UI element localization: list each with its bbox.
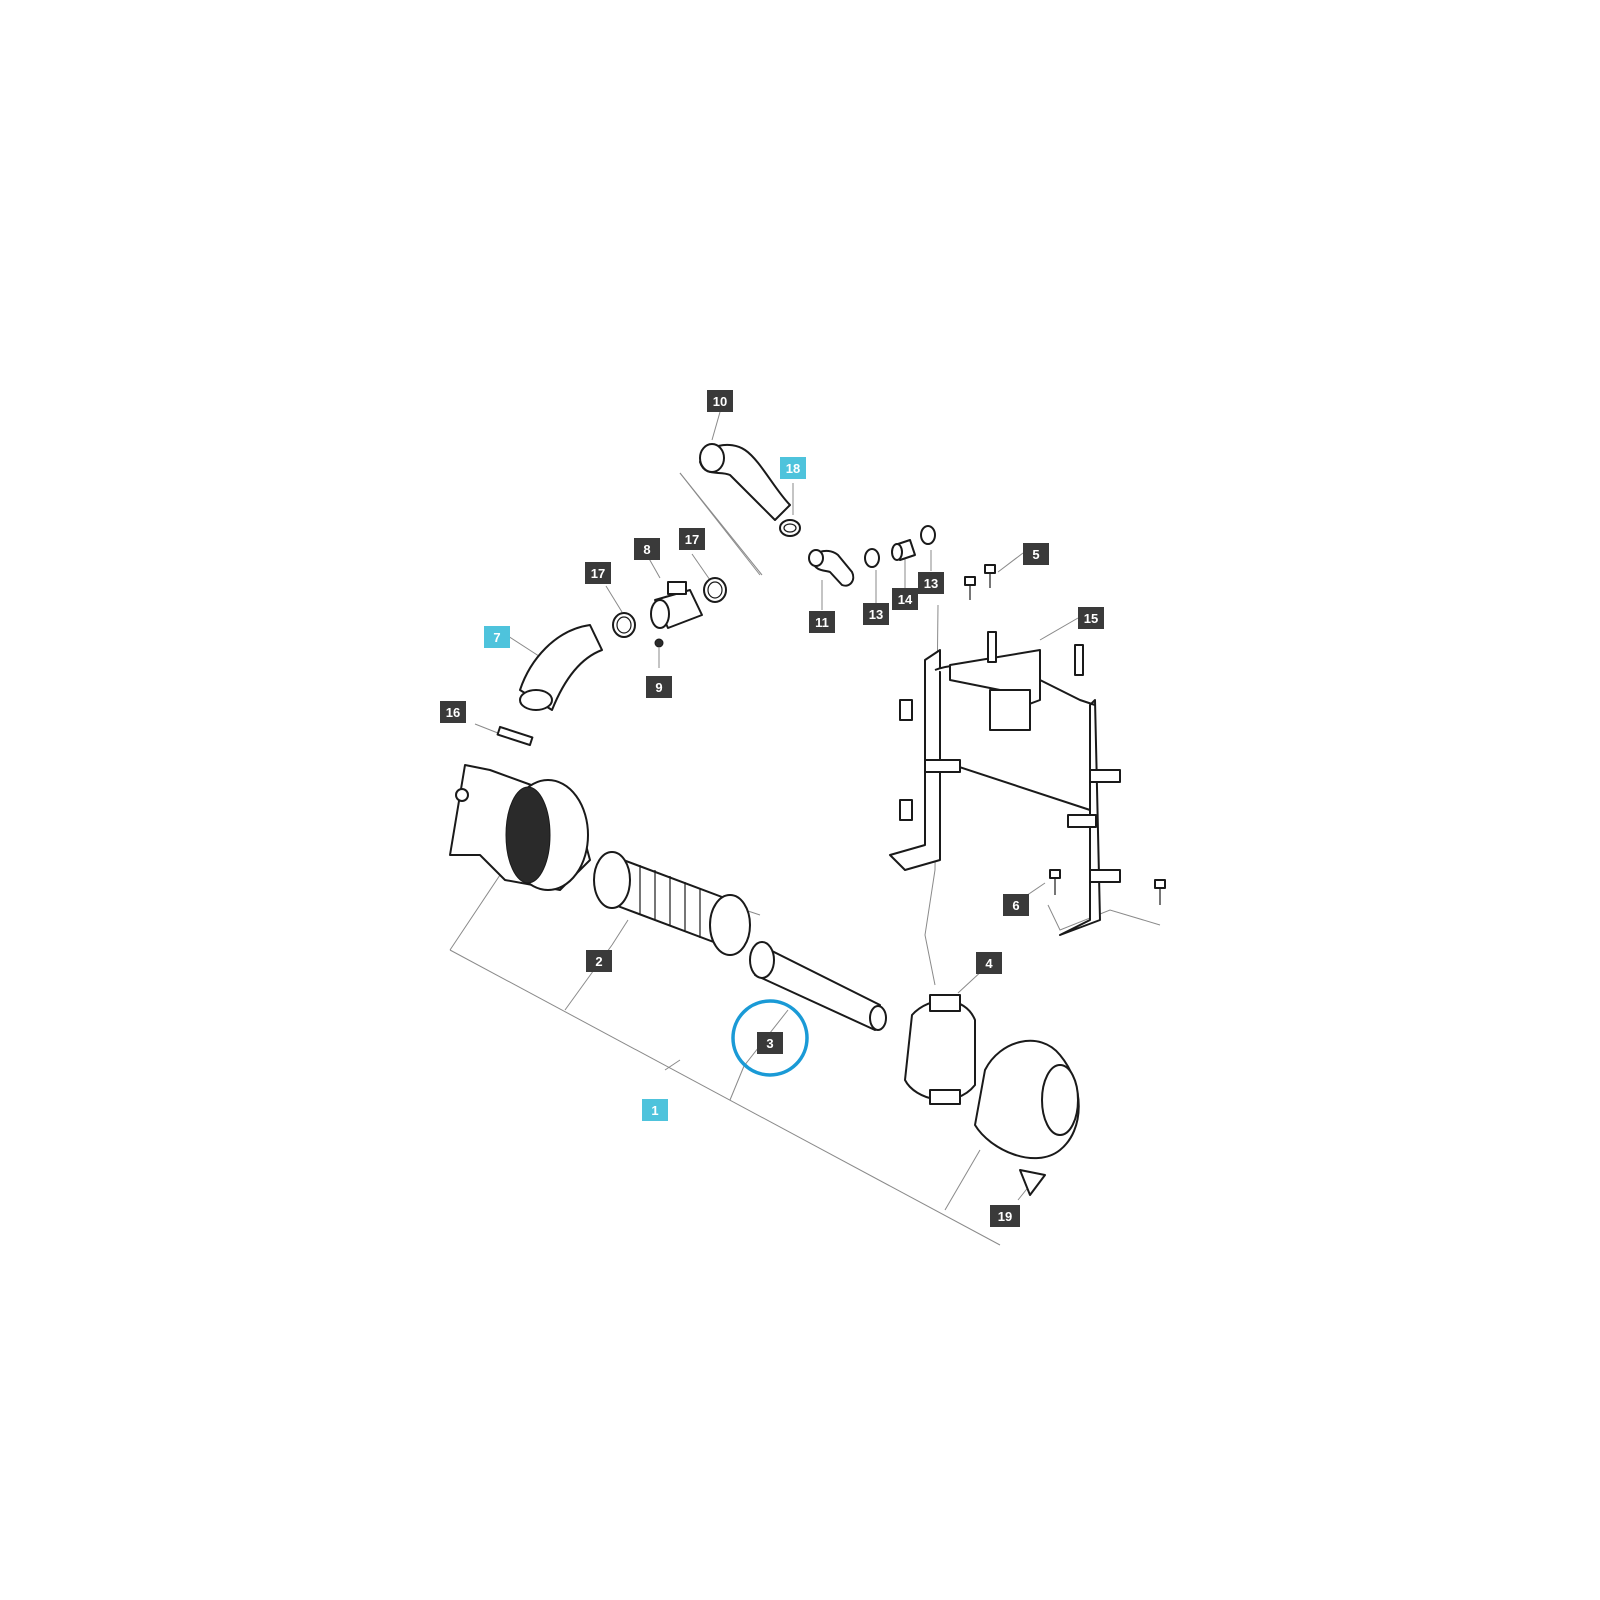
- callout-7[interactable]: 7: [484, 626, 510, 648]
- callout-14[interactable]: 14: [892, 588, 918, 610]
- callout-13-left-label: 13: [869, 607, 883, 622]
- hose-elbow-part-10: [699, 443, 791, 521]
- callout-19[interactable]: 19: [990, 1205, 1020, 1227]
- callout-16[interactable]: 16: [440, 701, 466, 723]
- callout-14-label: 14: [898, 592, 913, 607]
- callout-17-upper-label: 17: [685, 532, 699, 547]
- pin-part-16: [496, 725, 534, 747]
- callout-6-label: 6: [1012, 898, 1019, 913]
- precleaner-cap-part-19: [974, 1039, 1080, 1196]
- callout-7-label: 7: [493, 630, 500, 645]
- callout-3-label: 3: [766, 1036, 773, 1051]
- callout-4-label: 4: [985, 956, 993, 971]
- callout-13-right-label: 13: [924, 576, 938, 591]
- bolt-part-6: [1049, 869, 1166, 905]
- callout-9[interactable]: 9: [646, 676, 672, 698]
- clamp-part-13b: [920, 525, 936, 545]
- callout-17-lower[interactable]: 17: [585, 562, 611, 584]
- callout-11[interactable]: 11: [809, 611, 835, 633]
- selection-ring: [731, 999, 809, 1077]
- callout-5-label: 5: [1032, 547, 1039, 562]
- callout-10-label: 10: [713, 394, 727, 409]
- callout-2-label: 2: [595, 954, 602, 969]
- callout-13-left[interactable]: 13: [863, 603, 889, 625]
- callout-19-label: 19: [998, 1209, 1012, 1224]
- sleeve-part-14: [891, 539, 916, 561]
- filter-element-part-2: [593, 851, 751, 956]
- callout-3[interactable]: 3: [757, 1032, 783, 1054]
- intake-hose-part-7: [519, 624, 603, 711]
- bracket-band-part-4: [904, 994, 976, 1105]
- callout-2[interactable]: 2: [586, 950, 612, 972]
- callout-15-label: 15: [1084, 611, 1098, 626]
- bolt-part-5: [964, 564, 996, 600]
- small-elbow-part-11: [808, 549, 855, 587]
- clamp-part-17b: [612, 612, 636, 638]
- screw-part-9: [654, 638, 664, 648]
- callout-15[interactable]: 15: [1078, 607, 1104, 629]
- sensor-housing-part-8: [650, 581, 703, 629]
- callout-16-label: 16: [446, 705, 460, 720]
- clamp-part-17a: [703, 577, 727, 603]
- callout-10[interactable]: 10: [707, 390, 733, 412]
- callout-8[interactable]: 8: [634, 538, 660, 560]
- callout-17-upper[interactable]: 17: [679, 528, 705, 550]
- callout-18[interactable]: 18: [780, 457, 806, 479]
- callout-1-label: 1: [651, 1103, 658, 1118]
- clamp-part-18: [779, 519, 801, 537]
- mounting-frame-part-15: [889, 631, 1121, 936]
- safety-element-part-3: [749, 941, 887, 1031]
- callout-1[interactable]: 1: [642, 1099, 668, 1121]
- callout-9-label: 9: [655, 680, 662, 695]
- clamp-part-13a: [864, 548, 880, 568]
- callout-5[interactable]: 5: [1023, 543, 1049, 565]
- callout-8-label: 8: [643, 542, 650, 557]
- callout-4[interactable]: 4: [976, 952, 1002, 974]
- filter-housing-part-main: [449, 764, 591, 891]
- callout-13-right[interactable]: 13: [918, 572, 944, 594]
- callout-18-label: 18: [786, 461, 800, 476]
- callout-6[interactable]: 6: [1003, 894, 1029, 916]
- callout-11-label: 11: [815, 615, 829, 630]
- callout-17-lower-label: 17: [591, 566, 605, 581]
